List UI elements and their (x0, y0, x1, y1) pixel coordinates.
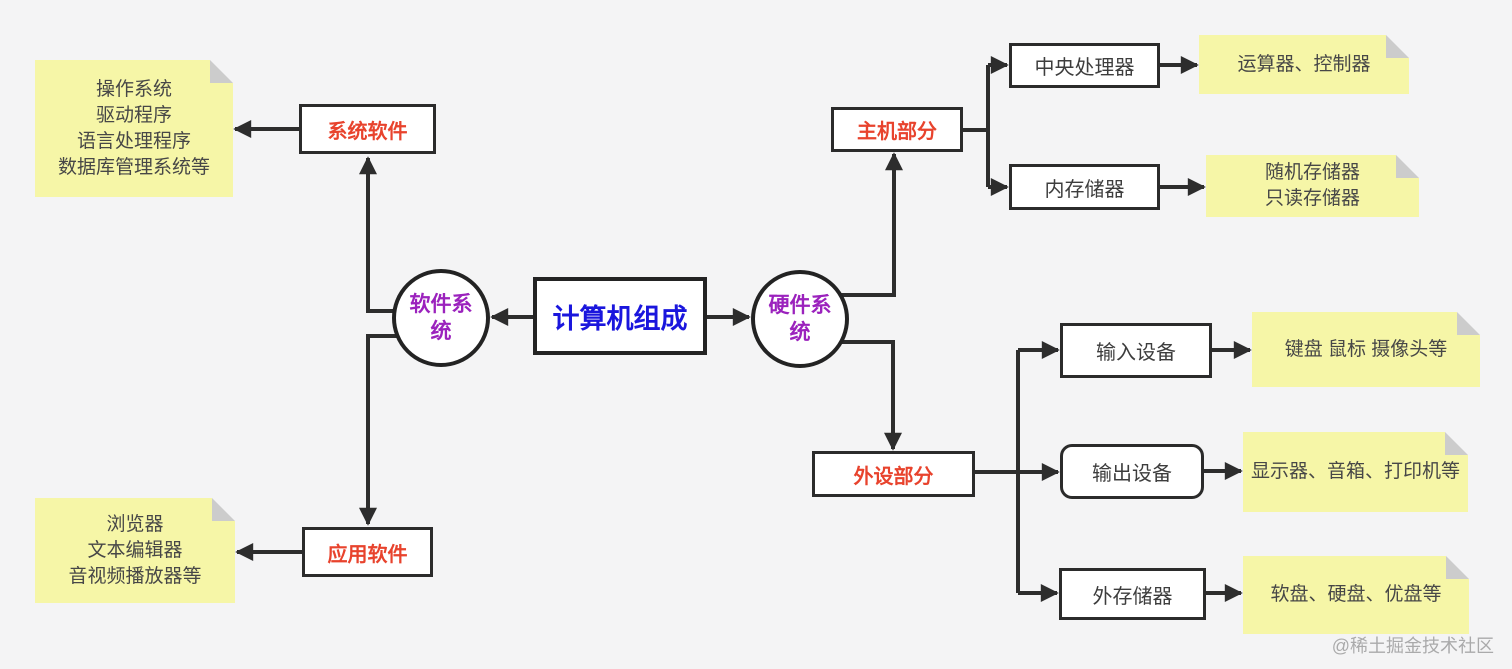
note-application-software-examples: 浏览器 文本编辑器 音视频播放器等 (35, 498, 235, 603)
box-peripheral-part: 外设部分 (812, 451, 975, 497)
box-application-software: 应用软件 (302, 527, 433, 577)
box-host-part: 主机部分 (831, 107, 963, 152)
connector-hardware-hub-to-peripheral (838, 340, 902, 451)
hub-software-system: 软件系统 (392, 269, 490, 367)
juejin-watermark: @稀土掘金技术社区 (1331, 636, 1494, 656)
connector-software-hub-to-application-software (359, 334, 402, 526)
box-system-software: 系统软件 (299, 104, 436, 154)
note-cpu-components: 运算器、控制器 (1199, 35, 1409, 94)
box-output-devices: 输出设备 (1060, 444, 1204, 499)
note-system-software-examples: 操作系统 驱动程序 语言处理程序 数据库管理系统等 (35, 60, 233, 197)
box-computer-composition-root: 计算机组成 (533, 277, 707, 355)
note-input-device-examples: 键盘 鼠标 摄像头等 (1252, 312, 1480, 387)
note-external-storage-examples: 软盘、硬盘、优盘等 (1243, 556, 1469, 634)
box-internal-memory: 内存储器 (1009, 164, 1160, 210)
box-external-storage: 外存储器 (1059, 568, 1206, 620)
note-memory-types: 随机存储器 只读存储器 (1206, 155, 1419, 217)
note-output-device-examples: 显示器、音箱、打印机等 (1243, 432, 1468, 512)
box-cpu: 中央处理器 (1009, 43, 1160, 88)
hub-hardware-system: 硬件系统 (751, 270, 849, 368)
connector-software-hub-to-system-software (359, 156, 402, 313)
connector-hardware-hub-to-host (838, 152, 903, 297)
box-input-devices: 输入设备 (1060, 323, 1212, 378)
